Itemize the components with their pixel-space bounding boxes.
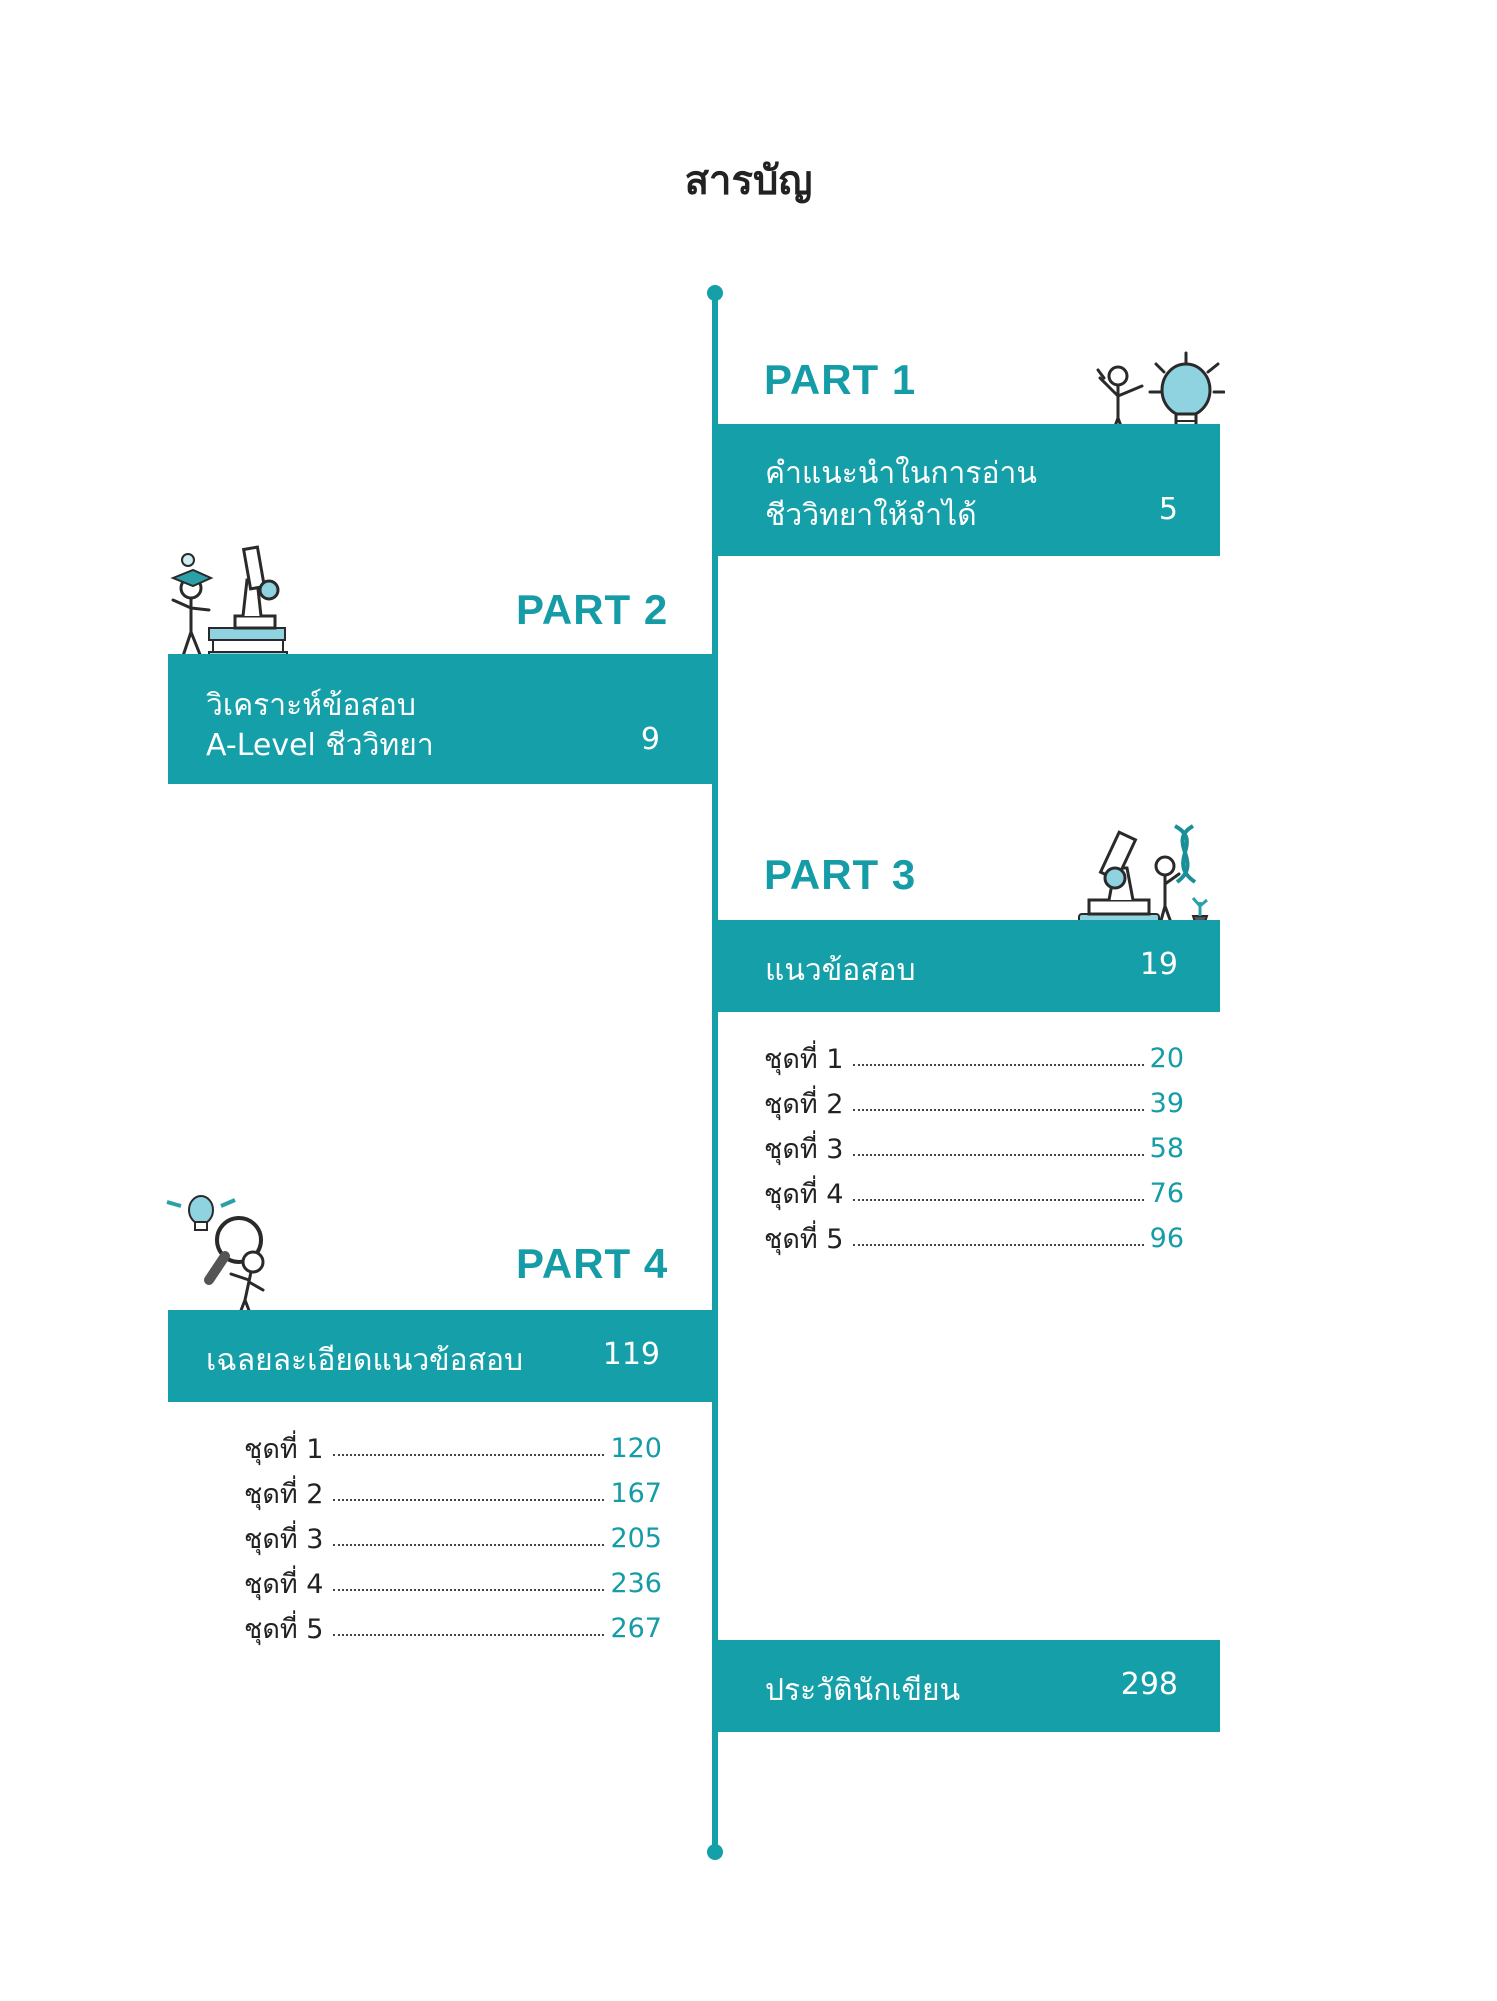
- microscope-dna-person-icon: [1078, 824, 1209, 930]
- part-3-item-5-page: 96: [1149, 1222, 1184, 1254]
- part-4-item-5-label: ชุดที่ 5: [244, 1613, 324, 1645]
- part-1-page: 5: [1158, 492, 1178, 527]
- part-3-item-3-label: ชุดที่ 3: [764, 1133, 844, 1165]
- part-3-page: 19: [1139, 947, 1178, 982]
- dot-leader: [853, 1244, 1144, 1246]
- part-3-band[interactable]: แนวข้อสอบ 19: [715, 920, 1220, 1012]
- author-bio-band[interactable]: ประวัตินักเขียน 298: [715, 1640, 1220, 1732]
- dot-leader: [333, 1499, 605, 1501]
- part-4-label: PART 4: [516, 1240, 669, 1287]
- part-2-title-line1: วิเคราะห์ข้อสอบ: [206, 688, 416, 723]
- part-3-item-2-page: 39: [1149, 1087, 1184, 1119]
- dot-leader: [333, 1634, 605, 1636]
- part-1-label: PART 1: [764, 356, 917, 403]
- part-3-title: แนวข้อสอบ: [765, 953, 916, 988]
- dot-leader: [853, 1154, 1144, 1156]
- part-4-item-2-page: 167: [610, 1477, 662, 1509]
- part-3-item-4[interactable]: ชุดที่ 4 76: [764, 1173, 1184, 1213]
- part-4-item-1-page: 120: [610, 1432, 662, 1464]
- dot-leader: [333, 1454, 605, 1456]
- magnifier-person-icon: [166, 1195, 265, 1328]
- author-bio-page: 298: [1120, 1667, 1178, 1702]
- part-2-label: PART 2: [516, 586, 669, 633]
- part-4-item-5[interactable]: ชุดที่ 5 267: [244, 1608, 662, 1648]
- part-3-item-1-page: 20: [1149, 1042, 1184, 1074]
- part-3-item-4-label: ชุดที่ 4: [764, 1178, 844, 1210]
- part-4-item-3[interactable]: ชุดที่ 3 205: [244, 1518, 662, 1558]
- part-3-label: PART 3: [764, 851, 917, 898]
- part-3-item-3[interactable]: ชุดที่ 3 58: [764, 1128, 1184, 1168]
- timeline-start-dot: [707, 285, 723, 301]
- part-3-item-4-page: 76: [1149, 1177, 1184, 1209]
- part-4-item-3-label: ชุดที่ 3: [244, 1523, 324, 1555]
- part-1-title-line2: ชีววิทยาให้จำได้: [765, 498, 977, 533]
- part-4-title: เฉลยละเอียดแนวข้อสอบ: [206, 1343, 524, 1378]
- timeline-spine: [712, 292, 718, 1852]
- dot-leader: [333, 1544, 605, 1546]
- dot-leader: [853, 1064, 1144, 1066]
- part-3-item-5[interactable]: ชุดที่ 5 96: [764, 1218, 1184, 1258]
- part-3-item-5-label: ชุดที่ 5: [764, 1223, 844, 1255]
- part-4-item-1-label: ชุดที่ 1: [244, 1433, 324, 1465]
- author-bio-title: ประวัตินักเขียน: [765, 1673, 961, 1708]
- part-2-title-line2: A-Level ชีววิทยา: [206, 728, 434, 763]
- part-1-band[interactable]: คำแนะนำในการอ่าน ชีววิทยาให้จำได้ 5: [715, 424, 1220, 556]
- microscope-books-person-icon: [170, 545, 288, 665]
- timeline-end-dot: [707, 1844, 723, 1860]
- part-4-item-2-label: ชุดที่ 2: [244, 1478, 324, 1510]
- dot-leader: [853, 1109, 1144, 1111]
- part-2-band[interactable]: วิเคราะห์ข้อสอบ A-Level ชีววิทยา 9: [168, 654, 712, 784]
- dot-leader: [853, 1199, 1144, 1201]
- part-4-item-4-label: ชุดที่ 4: [244, 1568, 324, 1600]
- part-4-item-4-page: 236: [610, 1567, 662, 1599]
- dot-leader: [333, 1589, 605, 1591]
- page-title: สารบัญ: [684, 158, 813, 204]
- part-4-band[interactable]: เฉลยละเอียดแนวข้อสอบ 119: [168, 1310, 712, 1402]
- part-3-item-3-page: 58: [1149, 1132, 1184, 1164]
- part-3-item-1-label: ชุดที่ 1: [764, 1043, 844, 1075]
- part-4-item-1[interactable]: ชุดที่ 1 120: [244, 1428, 662, 1468]
- part-3-item-2-label: ชุดที่ 2: [764, 1088, 844, 1120]
- part-4-item-2[interactable]: ชุดที่ 2 167: [244, 1473, 662, 1513]
- part-4-item-5-page: 267: [610, 1612, 662, 1644]
- part-2-page: 9: [640, 722, 660, 757]
- part-3-item-1[interactable]: ชุดที่ 1 20: [764, 1038, 1184, 1078]
- part-3-item-2[interactable]: ชุดที่ 2 39: [764, 1083, 1184, 1123]
- part-4-page: 119: [602, 1337, 660, 1372]
- part-4-item-3-page: 205: [610, 1522, 662, 1554]
- part-1-title-line1: คำแนะนำในการอ่าน: [765, 456, 1037, 491]
- part-4-item-4[interactable]: ชุดที่ 4 236: [244, 1563, 662, 1603]
